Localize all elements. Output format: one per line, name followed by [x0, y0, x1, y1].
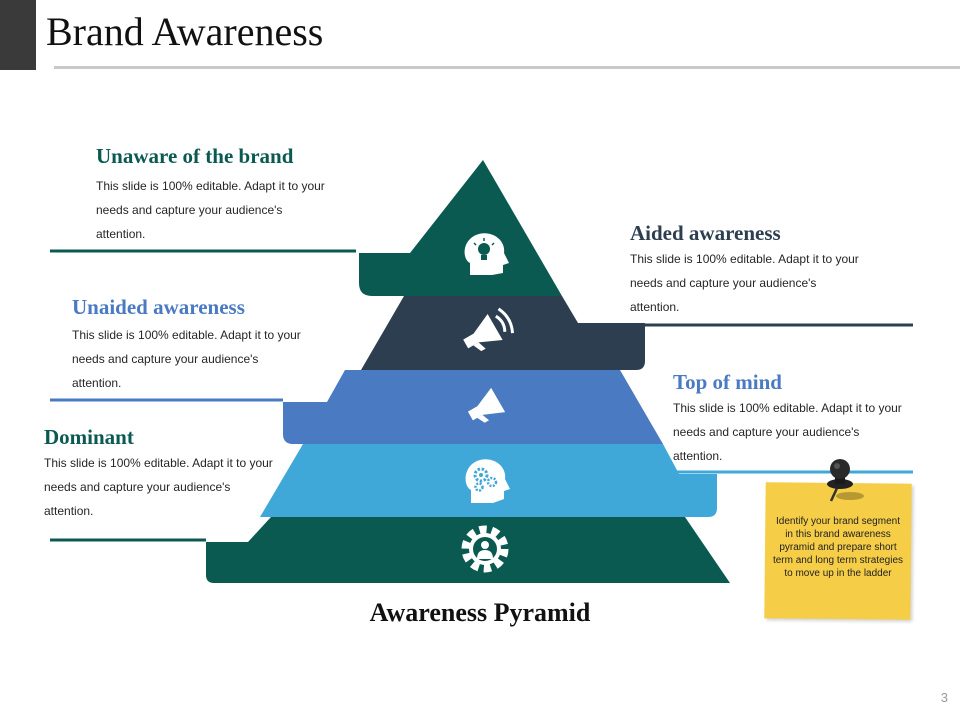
page-number: 3	[940, 690, 948, 705]
aided-title: Aided awareness	[630, 221, 781, 245]
aided-description: This slide is 100% editable. Adapt it to…	[630, 252, 859, 314]
sticky-note-text: Identify your brand segment in this bran…	[772, 516, 904, 579]
pyramid-caption: Awareness Pyramid	[369, 598, 591, 627]
lightbulb-head-icon	[464, 233, 509, 275]
pyramid-level-3	[283, 370, 663, 444]
title-divider	[54, 66, 960, 69]
gear-person-icon	[461, 525, 509, 573]
pyramid-level-5	[206, 517, 730, 583]
gears-head-icon	[465, 459, 510, 503]
unaware-title: Unaware of the brand	[96, 144, 294, 168]
top-of-mind-title: Top of mind	[673, 370, 782, 394]
page-title: Brand Awareness	[46, 9, 324, 54]
megaphone-icon	[467, 387, 506, 423]
title-accent-bar	[0, 0, 36, 70]
megaphone-sound-icon	[463, 307, 515, 352]
pyramid-level-2	[361, 296, 645, 370]
unaware-description: This slide is 100% editable. Adapt it to…	[96, 179, 325, 241]
dominant-description: This slide is 100% editable. Adapt it to…	[44, 456, 273, 518]
pushpin-icon	[827, 459, 864, 502]
unaided-title: Unaided awareness	[72, 295, 245, 319]
unaided-description: This slide is 100% editable. Adapt it to…	[72, 328, 301, 390]
pyramid-level-1	[359, 160, 562, 296]
top-of-mind-description: This slide is 100% editable. Adapt it to…	[673, 401, 902, 463]
dominant-title: Dominant	[44, 425, 134, 449]
